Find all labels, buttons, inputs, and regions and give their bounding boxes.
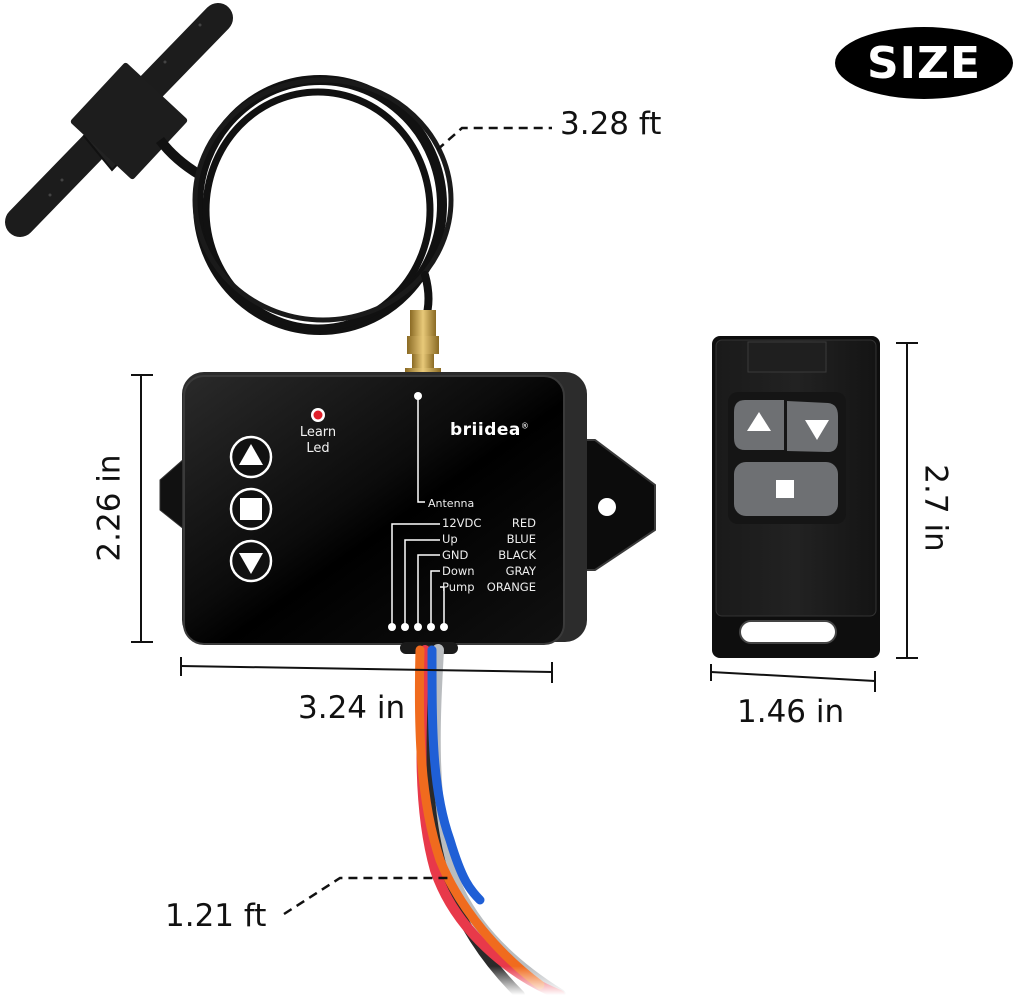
wiring-terminals xyxy=(388,623,448,631)
wire-name-gnd: GND xyxy=(442,548,469,562)
stop-square-icon xyxy=(240,498,262,520)
remote-dimension-lines xyxy=(710,342,918,692)
antenna-cable-length: 3.28 ft xyxy=(560,106,662,142)
wire-color-black: BLACK xyxy=(498,548,536,562)
wiring-leaders xyxy=(391,523,445,626)
receiver-down-button[interactable] xyxy=(229,539,273,583)
remote-height: 2.7 in xyxy=(917,464,954,552)
wire-length-leader xyxy=(283,876,448,916)
wire-color-blue: BLUE xyxy=(506,532,536,546)
antenna xyxy=(5,3,233,237)
wire-bundle xyxy=(380,644,680,995)
remote-down-button[interactable] xyxy=(787,401,838,452)
receiver-width: 3.24 in xyxy=(298,690,406,726)
cable-length-leader xyxy=(436,126,552,151)
wire-name-12vdc: 12VDC xyxy=(442,516,482,530)
brand-logo: briidea® xyxy=(450,420,529,440)
registered-mark: ® xyxy=(520,421,530,431)
learn-led-label: Learn Led xyxy=(294,425,342,457)
wire-color-gray: GRAY xyxy=(505,564,536,578)
wire-color-red: RED xyxy=(511,516,536,530)
size-badge: SIZE xyxy=(835,27,1013,99)
receiver-stop-button[interactable] xyxy=(229,487,273,531)
wire-name-down: Down xyxy=(442,564,475,578)
brand-name: briidea xyxy=(450,420,521,440)
receiver-body xyxy=(182,372,587,645)
up-triangle-icon xyxy=(239,444,263,465)
learn-led-label-line1: Learn xyxy=(299,425,337,440)
wire-name-pump: Pump xyxy=(442,580,475,594)
up-triangle-icon xyxy=(747,412,771,431)
remote-up-button[interactable] xyxy=(734,400,784,450)
sma-connector xyxy=(405,310,441,380)
learn-led-label-line2: Led xyxy=(306,441,330,456)
wire-name-up: Up xyxy=(442,532,458,546)
wire-length: 1.21 ft xyxy=(165,898,267,934)
antenna-label: Antenna xyxy=(428,497,475,510)
antenna-cable xyxy=(192,75,454,335)
wire-color-orange: ORANGE xyxy=(486,580,536,594)
learn-led xyxy=(313,410,323,420)
stop-square-icon xyxy=(776,480,794,498)
remote-stop-button[interactable] xyxy=(734,462,838,516)
down-triangle-icon xyxy=(805,420,829,440)
receiver-dimension-lines xyxy=(131,374,553,683)
receiver-up-button[interactable] xyxy=(229,435,273,479)
remote-width: 1.46 in xyxy=(737,694,845,730)
receiver-height: 2.26 in xyxy=(91,454,128,562)
down-triangle-icon xyxy=(239,553,263,574)
